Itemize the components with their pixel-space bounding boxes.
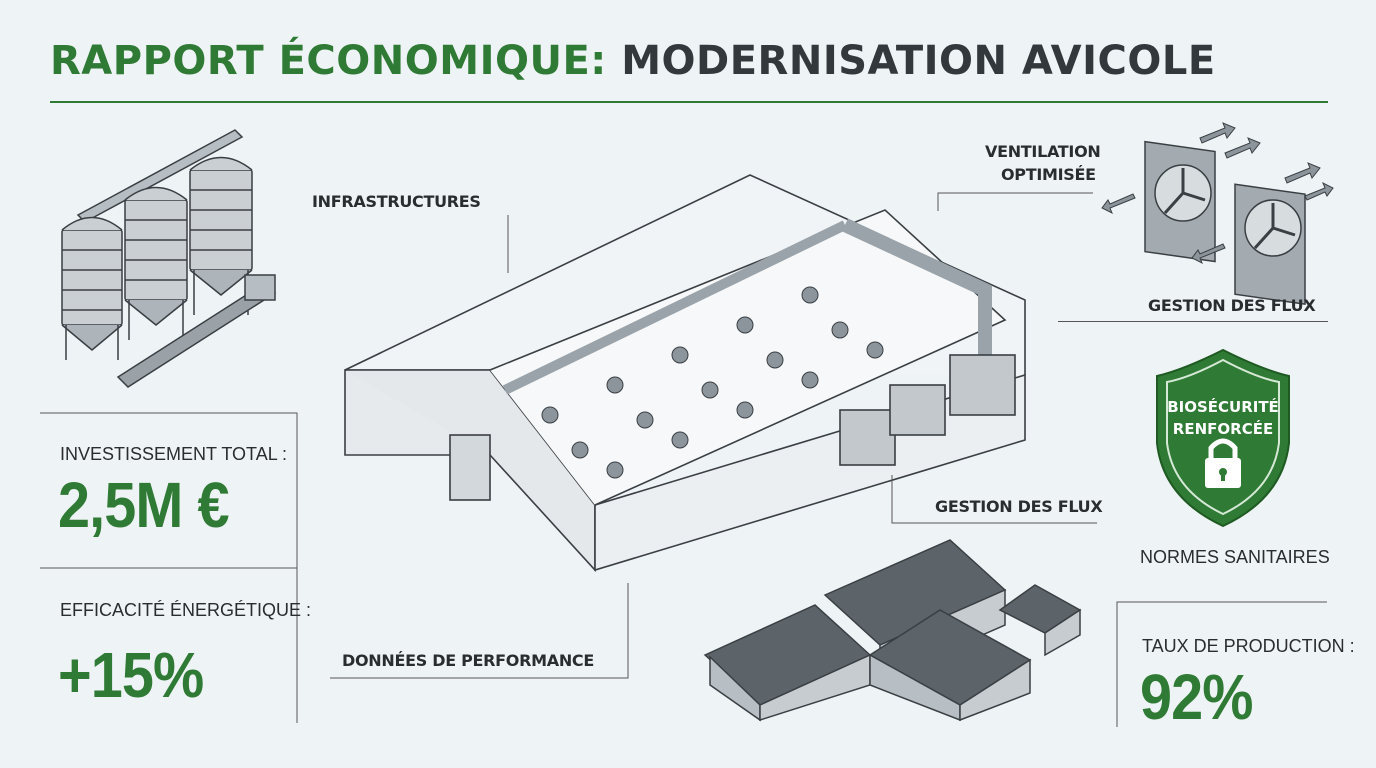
shield-line-1: BIOSÉCURITÉ [1167, 398, 1279, 416]
label-ventilation-line-2: OPTIMISÉE [1001, 165, 1096, 184]
shield-line-2: RENFORCÉE [1172, 420, 1274, 438]
production-label: TAUX DE PRODUCTION : [1142, 636, 1355, 656]
connector-infrastructures [507, 215, 509, 273]
fan-icon [1101, 122, 1334, 305]
page-title: RAPPORT ÉCONOMIQUE: MODERNISATION AVICOL… [50, 38, 1216, 84]
divider-gestion-flux-right [1058, 321, 1328, 322]
shield-lock-icon [1156, 348, 1290, 528]
production-value: 92% [1140, 661, 1253, 733]
efficiency-value: +15% [58, 639, 204, 711]
production-frame [1116, 601, 1327, 727]
title-part-1: RAPPORT ÉCONOMIQUE: [50, 38, 607, 84]
investment-label: INVESTISSEMENT TOTAL : [60, 444, 288, 464]
title-divider [50, 101, 1328, 103]
label-donnees-performance: DONNÉES DE PERFORMANCE [342, 651, 594, 670]
silo-icon [61, 129, 277, 388]
barn-cluster-icon [703, 539, 1082, 722]
label-gestion-flux-center: GESTION DES FLUX [935, 497, 1103, 516]
investment-value: 2,5M € [58, 469, 230, 541]
connector-ventilation [937, 192, 1093, 211]
title-part-2: MODERNISATION AVICOLE [621, 38, 1216, 84]
label-ventilation-line-1: VENTILATION [985, 142, 1101, 161]
poultry-house-illustration [344, 174, 1026, 573]
efficiency-label: EFFICACITÉ ÉNERGÉTIQUE : [60, 600, 312, 620]
connector-gestion-flux-center [891, 475, 1097, 524]
label-gestion-flux-right: GESTION DES FLUX [1148, 296, 1316, 315]
label-normes-sanitaires: NORMES SANITAIRES [1140, 547, 1330, 567]
connector-donnees-performance [330, 583, 629, 679]
label-infrastructures: INFRASTRUCTURES [312, 192, 481, 211]
metrics-panel-frame [40, 412, 298, 723]
